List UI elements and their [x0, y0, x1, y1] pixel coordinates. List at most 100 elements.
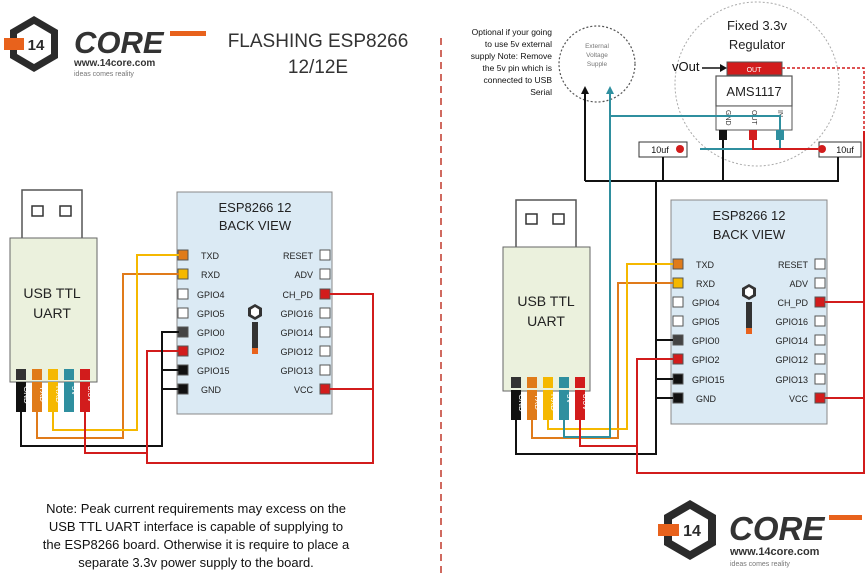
- note-line-4: separate 3.3v power supply to the board.: [78, 555, 314, 570]
- reg-pin-gnd: GND: [724, 110, 731, 126]
- usb-pin-headers-right: [511, 377, 585, 420]
- esp-pin-gpio16-right: GPIO16: [775, 317, 808, 327]
- regulator-out-tab-label: OUT: [747, 67, 763, 74]
- brand-tagline-bottom: ideas comes reality: [730, 561, 790, 568]
- brand-name-bottom: CORE: [729, 510, 825, 547]
- external-supply-line3: Supple: [587, 61, 608, 68]
- esp-title-line2-left: BACK VIEW: [219, 218, 292, 233]
- optional-note-line-3: supply Note: Remove: [471, 51, 553, 61]
- regulator-title-line1: Fixed 3.3v: [727, 18, 787, 33]
- esp-right-pin-squares-left: [319, 249, 331, 395]
- brand-mark-text-bottom: 14: [683, 523, 701, 540]
- usb-label-line1-right: USB TTL: [517, 293, 575, 309]
- esp-pin-gpio0-left: GPIO0: [197, 328, 225, 338]
- usb-pin-5v-right: 5V: [565, 394, 574, 404]
- esp-left-pin-squares-right: [672, 258, 684, 404]
- esp-pin-gpio0-right: GPIO0: [692, 336, 720, 346]
- external-supply-line1: External: [585, 43, 609, 50]
- optional-note-line-1: Optional if your going: [472, 27, 553, 37]
- esp-board-left: [176, 191, 333, 415]
- esp-pin-gpio13-right: GPIO13: [775, 375, 808, 385]
- esp-pin-vcc-left: VCC: [294, 385, 314, 395]
- brand-name: CORE: [74, 25, 165, 60]
- optional-note-line-6: Serial: [530, 87, 552, 97]
- note-line-2: USB TTL UART interface is capable of sup…: [49, 519, 343, 534]
- esp-pin-gpio4-left: GPIO4: [197, 290, 225, 300]
- esp-pin-adv-right: ADV: [789, 279, 808, 289]
- usb-pin-33v-right: 3.3V: [581, 394, 590, 411]
- brand-tagline: ideas comes reality: [74, 71, 134, 78]
- wires-left: [20, 254, 374, 464]
- external-supply-circle: [558, 25, 636, 103]
- esp-pin-adv-left: ADV: [294, 270, 313, 280]
- usb-pin-33v-left: 3.3V: [86, 386, 95, 403]
- usb-pin-gnd-right: GND: [517, 394, 526, 412]
- note-line-1: Note: Peak current requirements may exce…: [46, 501, 346, 516]
- esp-pin-gpio2-right: GPIO2: [692, 355, 720, 365]
- esp-pin-gpio5-right: GPIO5: [692, 317, 720, 327]
- esp-pin-chpd-left: CH_PD: [282, 290, 313, 300]
- note-line-3: the ESP8266 board. Otherwise it is requi…: [43, 537, 350, 552]
- vout-label: vOut: [672, 59, 700, 74]
- esp-pin-reset-right: RESET: [778, 260, 809, 270]
- usb-pin-rxd-left: RXD: [54, 386, 63, 403]
- esp-pin-gpio16-left: GPIO16: [280, 309, 313, 319]
- regulator-title-line2: Regulator: [729, 37, 786, 52]
- esp-pin-txd-right: TXD: [696, 260, 715, 270]
- esp-pin-txd-left: TXD: [201, 251, 220, 261]
- esp-pin-gpio2-left: GPIO2: [197, 347, 225, 357]
- esp-pin-vcc-right: VCC: [789, 394, 809, 404]
- esp-pin-rxd-right: RXD: [696, 279, 716, 289]
- usb-label-line2-right: UART: [527, 313, 565, 329]
- esp-pin-gpio5-left: GPIO5: [197, 309, 225, 319]
- reg-pin-out: OUT: [750, 110, 757, 126]
- optional-note-line-5: connected to USB: [483, 75, 552, 85]
- esp-pin-reset-left: RESET: [283, 251, 314, 261]
- usb-pin-headers-left: [16, 369, 90, 412]
- esp-pin-chpd-right: CH_PD: [777, 298, 808, 308]
- optional-note-line-4: the 5v pin which is: [483, 63, 552, 73]
- brand-logo-bottom: 14: [658, 500, 716, 560]
- esp-pin-gpio12-right: GPIO12: [775, 355, 808, 365]
- esp-pin-gnd-right: GND: [696, 394, 717, 404]
- external-supply-line2: Voltage: [586, 52, 608, 59]
- usb-pin-rxd-right: RXD: [549, 394, 558, 411]
- usb-pin-txd-right: TXD: [533, 394, 542, 410]
- usb-label-line1-left: USB TTL: [23, 285, 81, 301]
- brand-logo-top: 14: [4, 16, 58, 72]
- esp-pin-gnd-left: GND: [201, 385, 222, 395]
- reg-pin-in: IN: [776, 110, 783, 117]
- brand-mark-text: 14: [28, 37, 45, 54]
- optional-note-line-2: to use 5v external: [485, 39, 552, 49]
- esp-title-line1-right: ESP8266 12: [712, 208, 785, 223]
- esp-pin-gpio12-left: GPIO12: [280, 347, 313, 357]
- diagram-title-line2: 12/12E: [288, 57, 348, 78]
- esp-pin-gpio14-left: GPIO14: [280, 328, 313, 338]
- usb-pin-5v-left: 5V: [70, 386, 79, 396]
- esp-title-line1-left: ESP8266 12: [218, 200, 291, 215]
- usb-label-line2-left: UART: [33, 305, 71, 321]
- cap-right-label: 10uf: [836, 145, 854, 155]
- esp-pin-rxd-left: RXD: [201, 270, 221, 280]
- regulator-circle: [674, 1, 840, 167]
- esp-pin-gpio15-left: GPIO15: [197, 366, 230, 376]
- esp-logo-right: [742, 284, 756, 334]
- ams1117-chip: [715, 75, 793, 107]
- brand-url: www.14core.com: [73, 58, 155, 69]
- esp-pin-gpio13-left: GPIO13: [280, 366, 313, 376]
- diagram-title-line1: FLASHING ESP8266: [228, 31, 409, 52]
- esp-logo-left: [248, 304, 262, 354]
- esp-pin-gpio4-right: GPIO4: [692, 298, 720, 308]
- cap-left-label: 10uf: [651, 145, 669, 155]
- brand-url-bottom: www.14core.com: [729, 546, 820, 558]
- ams1117-label: AMS1117: [726, 84, 781, 99]
- usb-pin-gnd-left: GND: [22, 386, 31, 404]
- esp-pin-gpio14-right: GPIO14: [775, 336, 808, 346]
- esp-right-pin-squares-right: [814, 258, 826, 404]
- usb-ttl-board-right: [502, 246, 591, 392]
- esp-pin-gpio15-right: GPIO15: [692, 375, 725, 385]
- wires-right: [515, 90, 865, 474]
- usb-pin-txd-left: TXD: [38, 386, 47, 402]
- esp-title-line2-right: BACK VIEW: [713, 227, 786, 242]
